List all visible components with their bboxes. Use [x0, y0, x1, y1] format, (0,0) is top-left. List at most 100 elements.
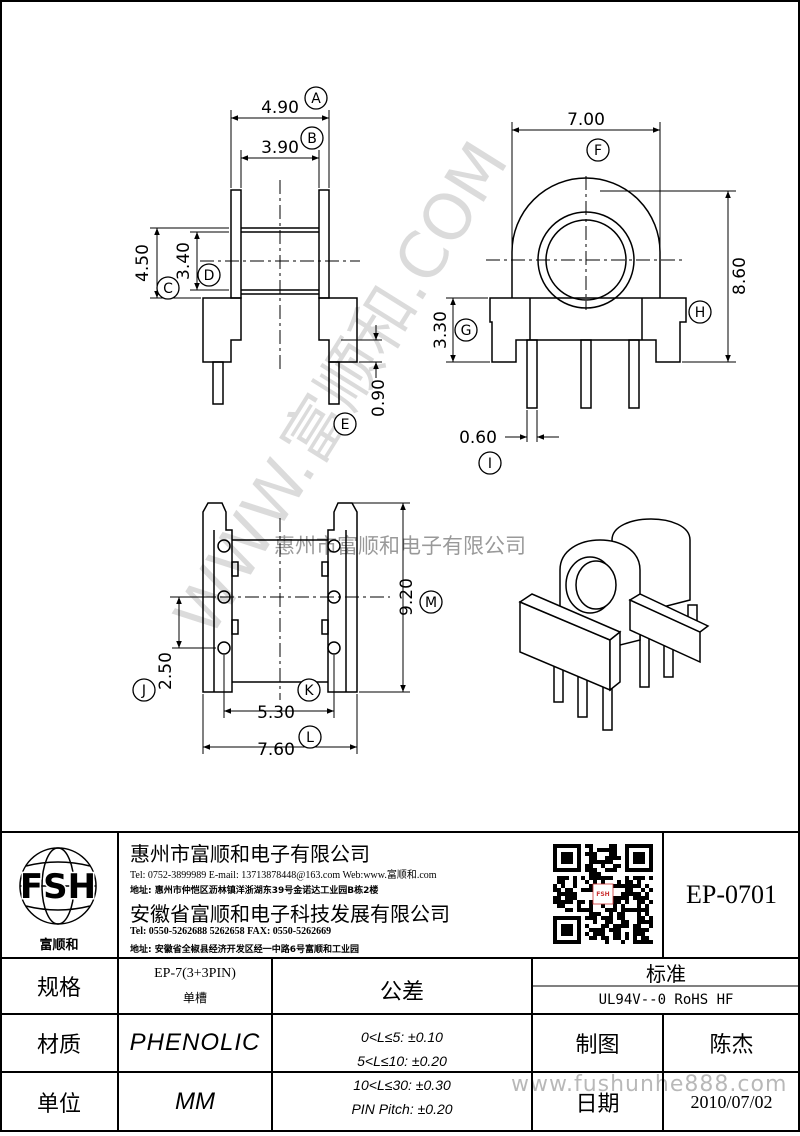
- qr-module: [585, 844, 589, 848]
- qr-module: [641, 900, 645, 904]
- marker-d-label: D: [204, 268, 215, 284]
- qr-module: [613, 900, 617, 904]
- qr-module: [637, 908, 641, 912]
- qr-module: [637, 896, 641, 900]
- qr-module: [617, 856, 621, 860]
- marker-e-label: E: [341, 417, 350, 433]
- qr-module: [617, 916, 621, 920]
- marker-f-circle: [586, 138, 610, 162]
- qr-module: [601, 848, 605, 852]
- qr-module: [641, 928, 645, 932]
- marker-i-label: I: [488, 456, 492, 472]
- dim-a-value: 4.90: [261, 98, 299, 118]
- qr-module: [569, 888, 573, 892]
- dim-l-value: 7.60: [257, 740, 295, 760]
- qr-module: [613, 864, 617, 868]
- qr-module: [605, 868, 609, 872]
- tolerance-2: 5<L≤10: ±0.20: [357, 1053, 447, 1069]
- watermark-company: 惠州市富顺和电子有限公司: [274, 534, 526, 558]
- qr-module: [613, 896, 617, 900]
- qr-module: [585, 932, 589, 936]
- tolerance-1: 0<L≤5: ±0.10: [361, 1029, 443, 1045]
- qr-module: [565, 896, 569, 900]
- qr-module: [593, 912, 597, 916]
- qr-module: [637, 920, 641, 924]
- qr-module: [613, 932, 617, 936]
- qr-module: [605, 856, 609, 860]
- qr-module: [625, 896, 629, 900]
- tolerance-4: PIN Pitch: ±0.20: [351, 1101, 453, 1117]
- qr-module: [613, 852, 617, 856]
- qr-module: [609, 860, 613, 864]
- qr-module: [597, 928, 601, 932]
- qr-module: [553, 884, 557, 888]
- qr-module: [605, 860, 609, 864]
- company1-contact: Tel: 0752-3899989 E-mail: 13713878448@16…: [130, 870, 437, 881]
- qr-module: [641, 896, 645, 900]
- qr-module: [641, 888, 645, 892]
- spec-sub: 单槽: [182, 990, 207, 1005]
- qr-module: [597, 932, 601, 936]
- qr-module: [625, 892, 629, 896]
- qr-module: [621, 916, 625, 920]
- qr-code: FSH: [553, 844, 653, 944]
- qr-module: [593, 920, 597, 924]
- bottom-view-dimension-lines: [172, 502, 410, 754]
- company2-name: 安徽省富顺和电子科技发展有限公司: [130, 902, 450, 926]
- bottom-view: [202, 502, 358, 693]
- qr-module: [569, 896, 573, 900]
- qr-module: [553, 888, 557, 892]
- marker-g-label: G: [461, 323, 472, 339]
- qr-module: [601, 860, 605, 864]
- qr-module: [593, 932, 597, 936]
- qr-module: [601, 876, 605, 880]
- dim-k-value: 5.30: [257, 703, 295, 723]
- qr-module: [597, 872, 601, 876]
- qr-module: [621, 920, 625, 924]
- qr-module: [625, 936, 629, 940]
- qr-module: [621, 940, 625, 944]
- qr-module: [613, 856, 617, 860]
- qr-center-badge: [592, 883, 614, 905]
- qr-module: [565, 876, 569, 880]
- qr-module: [585, 888, 589, 892]
- qr-module: [617, 884, 621, 888]
- side-view-centerlines: [200, 180, 360, 370]
- dim-m-value: 9.20: [397, 578, 417, 616]
- qr-module: [557, 904, 561, 908]
- qr-module: [585, 852, 589, 856]
- qr-module: [617, 924, 621, 928]
- qr-module: [641, 920, 645, 924]
- qr-module: [625, 932, 629, 936]
- qr-module: [601, 904, 605, 908]
- qr-module: [589, 868, 593, 872]
- qr-module: [633, 928, 637, 932]
- date-value: 2010/07/02: [690, 1091, 773, 1112]
- qr-module: [621, 904, 625, 908]
- logo-caption: 富顺和: [39, 937, 79, 953]
- qr-module: [609, 920, 613, 924]
- material-value: PHENOLIC: [129, 1029, 261, 1056]
- qr-module: [617, 880, 621, 884]
- qr-module: [589, 884, 593, 888]
- qr-module: [641, 876, 645, 880]
- qr-module: [637, 892, 641, 896]
- qr-module: [573, 884, 577, 888]
- standard-label: 标准: [646, 961, 686, 986]
- qr-module: [589, 904, 593, 908]
- qr-module: [565, 900, 569, 904]
- standard-value: UL94V--0 RoHS HF: [598, 992, 734, 1008]
- qr-module: [613, 844, 617, 848]
- qr-module: [585, 880, 589, 884]
- qr-module: [573, 892, 577, 896]
- marker-i-circle: [478, 451, 502, 475]
- qr-module: [605, 924, 609, 928]
- dim-c-value: 4.50: [133, 244, 153, 282]
- dim-f-value: 7.00: [567, 110, 605, 130]
- qr-module: [565, 892, 569, 896]
- qr-module: [565, 888, 569, 892]
- dim-j-value: 2.50: [156, 652, 176, 690]
- qr-module: [589, 928, 593, 932]
